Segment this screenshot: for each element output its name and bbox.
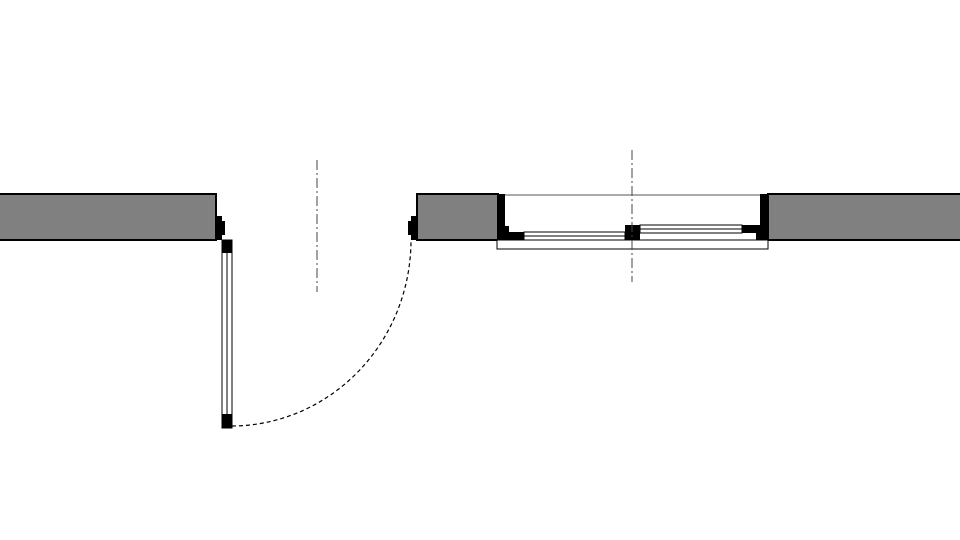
window-mullion bbox=[625, 225, 640, 240]
window bbox=[496, 150, 769, 282]
window-jamb-right bbox=[742, 194, 768, 240]
window-jamb-left bbox=[497, 194, 524, 240]
window-sash-right bbox=[639, 224, 743, 234]
door bbox=[215, 160, 418, 429]
door-hinge-jamb bbox=[215, 216, 222, 240]
wall-right bbox=[767, 193, 960, 241]
window-sash-left bbox=[523, 231, 626, 241]
wall-left bbox=[0, 193, 217, 241]
door-swing-arc bbox=[231, 239, 412, 427]
door-leaf bbox=[221, 239, 233, 429]
door-stop-jamb bbox=[411, 216, 418, 240]
wall-middle bbox=[416, 193, 499, 241]
